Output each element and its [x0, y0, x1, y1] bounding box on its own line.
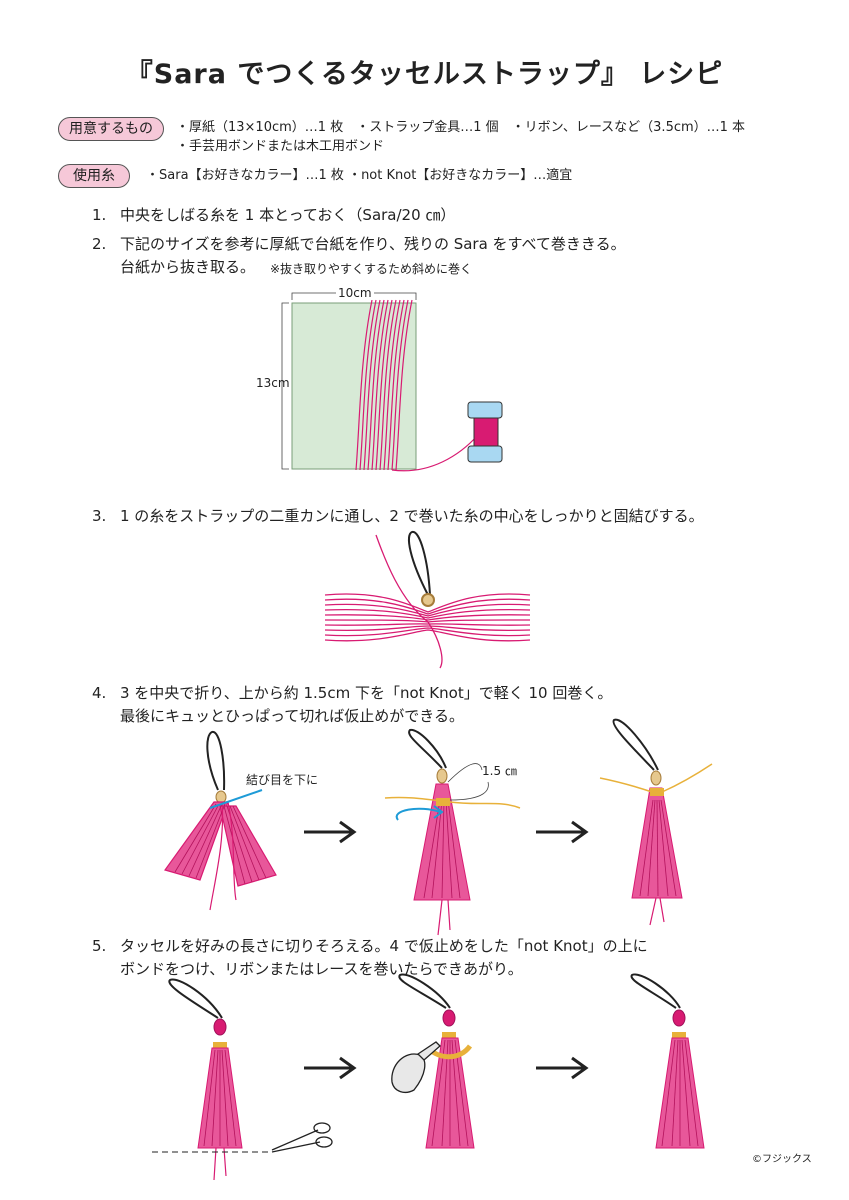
step-1-text: 中央をしばる糸を 1 本とっておく（Sara/20 ㎝） — [120, 206, 456, 224]
step-3-number: 3. — [92, 507, 107, 525]
step-4-text: 3 を中央で折り、上から約 1.5cm 下を「not Knot」で軽く 10 回… — [120, 684, 613, 702]
wound-thread — [355, 299, 479, 472]
step-2-note: ※抜き取りやすくするため斜めに巻く — [270, 262, 473, 276]
step-5-text: タッセルを好みの長さに切りそろえる。4 で仮止めをした「not Knot」の上に — [120, 937, 648, 955]
thread-spool-icon — [467, 401, 503, 463]
threads-label: 使用糸 — [58, 164, 130, 188]
step-2-text: 下記のサイズを参考に厚紙で台紙を作り、残りの Sara をすべて巻ききる。 — [120, 235, 626, 253]
arrow-right-icon — [304, 1056, 357, 1080]
step-1-number: 1. — [92, 206, 107, 224]
dimension-height-label: 13cm — [256, 376, 290, 390]
arrow-right-icon — [536, 820, 589, 844]
step-2-number: 2. — [92, 235, 107, 253]
folded-bundle — [164, 731, 277, 911]
dimension-width-label: 10cm — [336, 286, 374, 300]
materials-line-2: ・手芸用ボンドまたは木工用ボンド — [176, 139, 385, 154]
tassel-finished — [630, 973, 705, 1149]
step-4-number: 4. — [92, 684, 107, 702]
arrow-right-icon — [536, 1056, 589, 1080]
copyright: ©フジックス — [752, 1154, 812, 1165]
arrow-right-icon — [304, 820, 357, 844]
tassel-glue — [398, 973, 475, 1149]
step-5-text-2: ボンドをつけ、リボンまたはレースを巻いたらできあがり。 — [120, 960, 523, 978]
step-3-text: 1 の糸をストラップの二重カンに通し、2 で巻いた糸の中心をしっかりと固結びする… — [120, 507, 704, 525]
strap-loop — [408, 531, 435, 607]
step-4-text-2: 最後にキュッとひっぱって切れば仮止めができる。 — [120, 707, 464, 725]
scissors-icon — [271, 1122, 333, 1153]
temp-tied-bundle — [599, 718, 713, 926]
glue-bottle-icon — [391, 1041, 441, 1093]
materials-label: 用意するもの — [58, 117, 164, 141]
tassel-cut — [152, 978, 272, 1181]
bundle-knotted — [324, 534, 531, 669]
threads-line-1: ・Sara【お好きなカラー】…1 枚 ・not Knot【お好きなカラー】…適宜 — [146, 168, 573, 183]
step-2-text-2: 台紙から抜き取る。 — [120, 258, 256, 276]
knot-down-label: 結び目を下に — [246, 773, 319, 787]
wrap-distance-label: 1.5 ㎝ — [482, 764, 517, 778]
materials-line-1: ・厚紙（13×10cm）…1 枚 ・ストラップ金具…1 個 ・リボン、レースなど… — [176, 120, 746, 135]
page-title: 『Sara でつくるタッセルストラップ』 レシピ — [125, 59, 724, 90]
step-5-number: 5. — [92, 937, 107, 955]
wrapping-bundle — [384, 728, 521, 936]
